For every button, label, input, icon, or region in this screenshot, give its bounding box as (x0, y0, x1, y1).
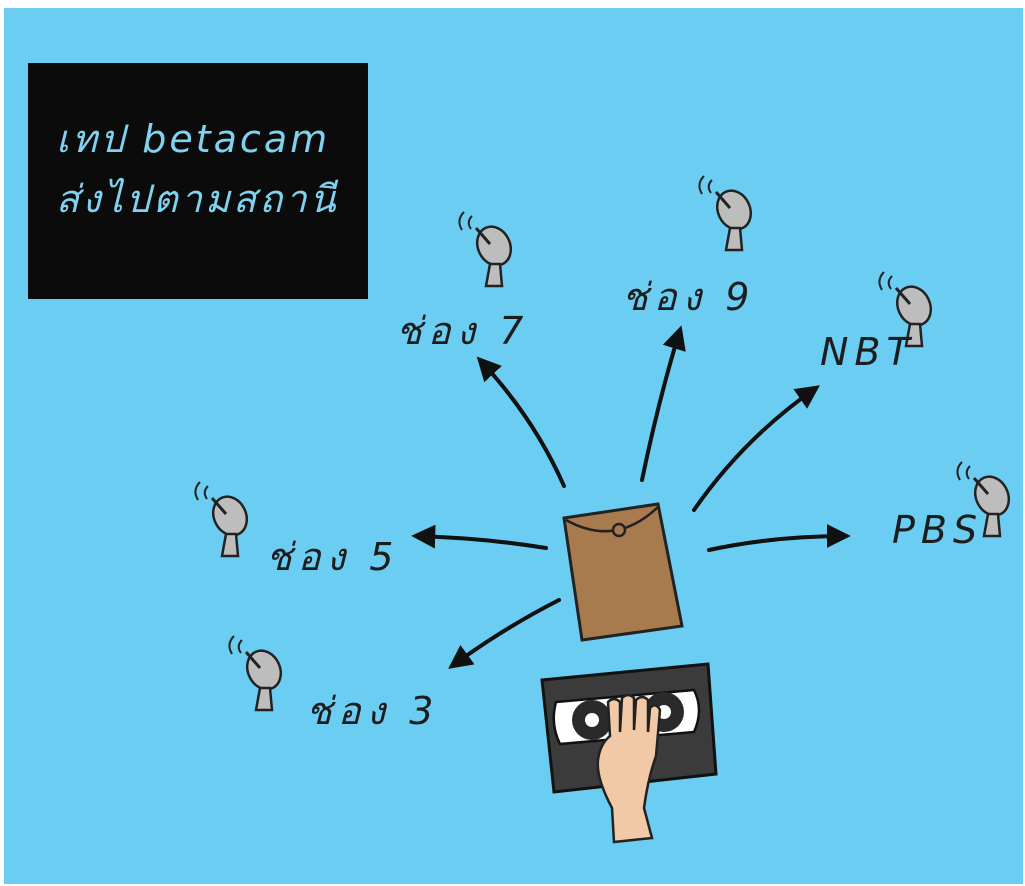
hand-icon (596, 693, 662, 844)
arrow-to-pbs (707, 524, 851, 552)
arrow-to-ch7 (476, 356, 566, 488)
satellite-dish-icon (227, 634, 289, 712)
satellite-dish-icon (697, 174, 759, 252)
arrow-to-ch9 (640, 325, 686, 482)
station-label-ch3: ช่อง 3 (306, 689, 440, 733)
arrows (411, 325, 851, 669)
arrow-to-ch5 (411, 524, 548, 550)
station-label-pbs: PBS (892, 508, 984, 552)
caption-title: เทป betacam (56, 117, 331, 161)
diagram-canvas: เทป betacam ส่งไปตามสถานี ช่อง 7 ช่อง 9 … (4, 8, 1023, 884)
station-label-ch7: ช่อง 7 (396, 309, 530, 353)
station-label-nbt: NBT (820, 330, 916, 374)
station-label-ch9: ช่อง 9 (622, 275, 756, 319)
envelope-icon (562, 502, 684, 642)
caption-box (28, 63, 368, 299)
diagram-drawing (193, 174, 1017, 844)
arrow-to-nbt (692, 385, 820, 512)
arrow-to-ch3 (448, 598, 561, 669)
station-label-ch5: ช่อง 5 (266, 535, 400, 579)
caption-subtitle: ส่งไปตามสถานี (56, 177, 339, 221)
satellite-dish-icon (457, 210, 519, 288)
satellite-dish-icon (193, 480, 255, 558)
